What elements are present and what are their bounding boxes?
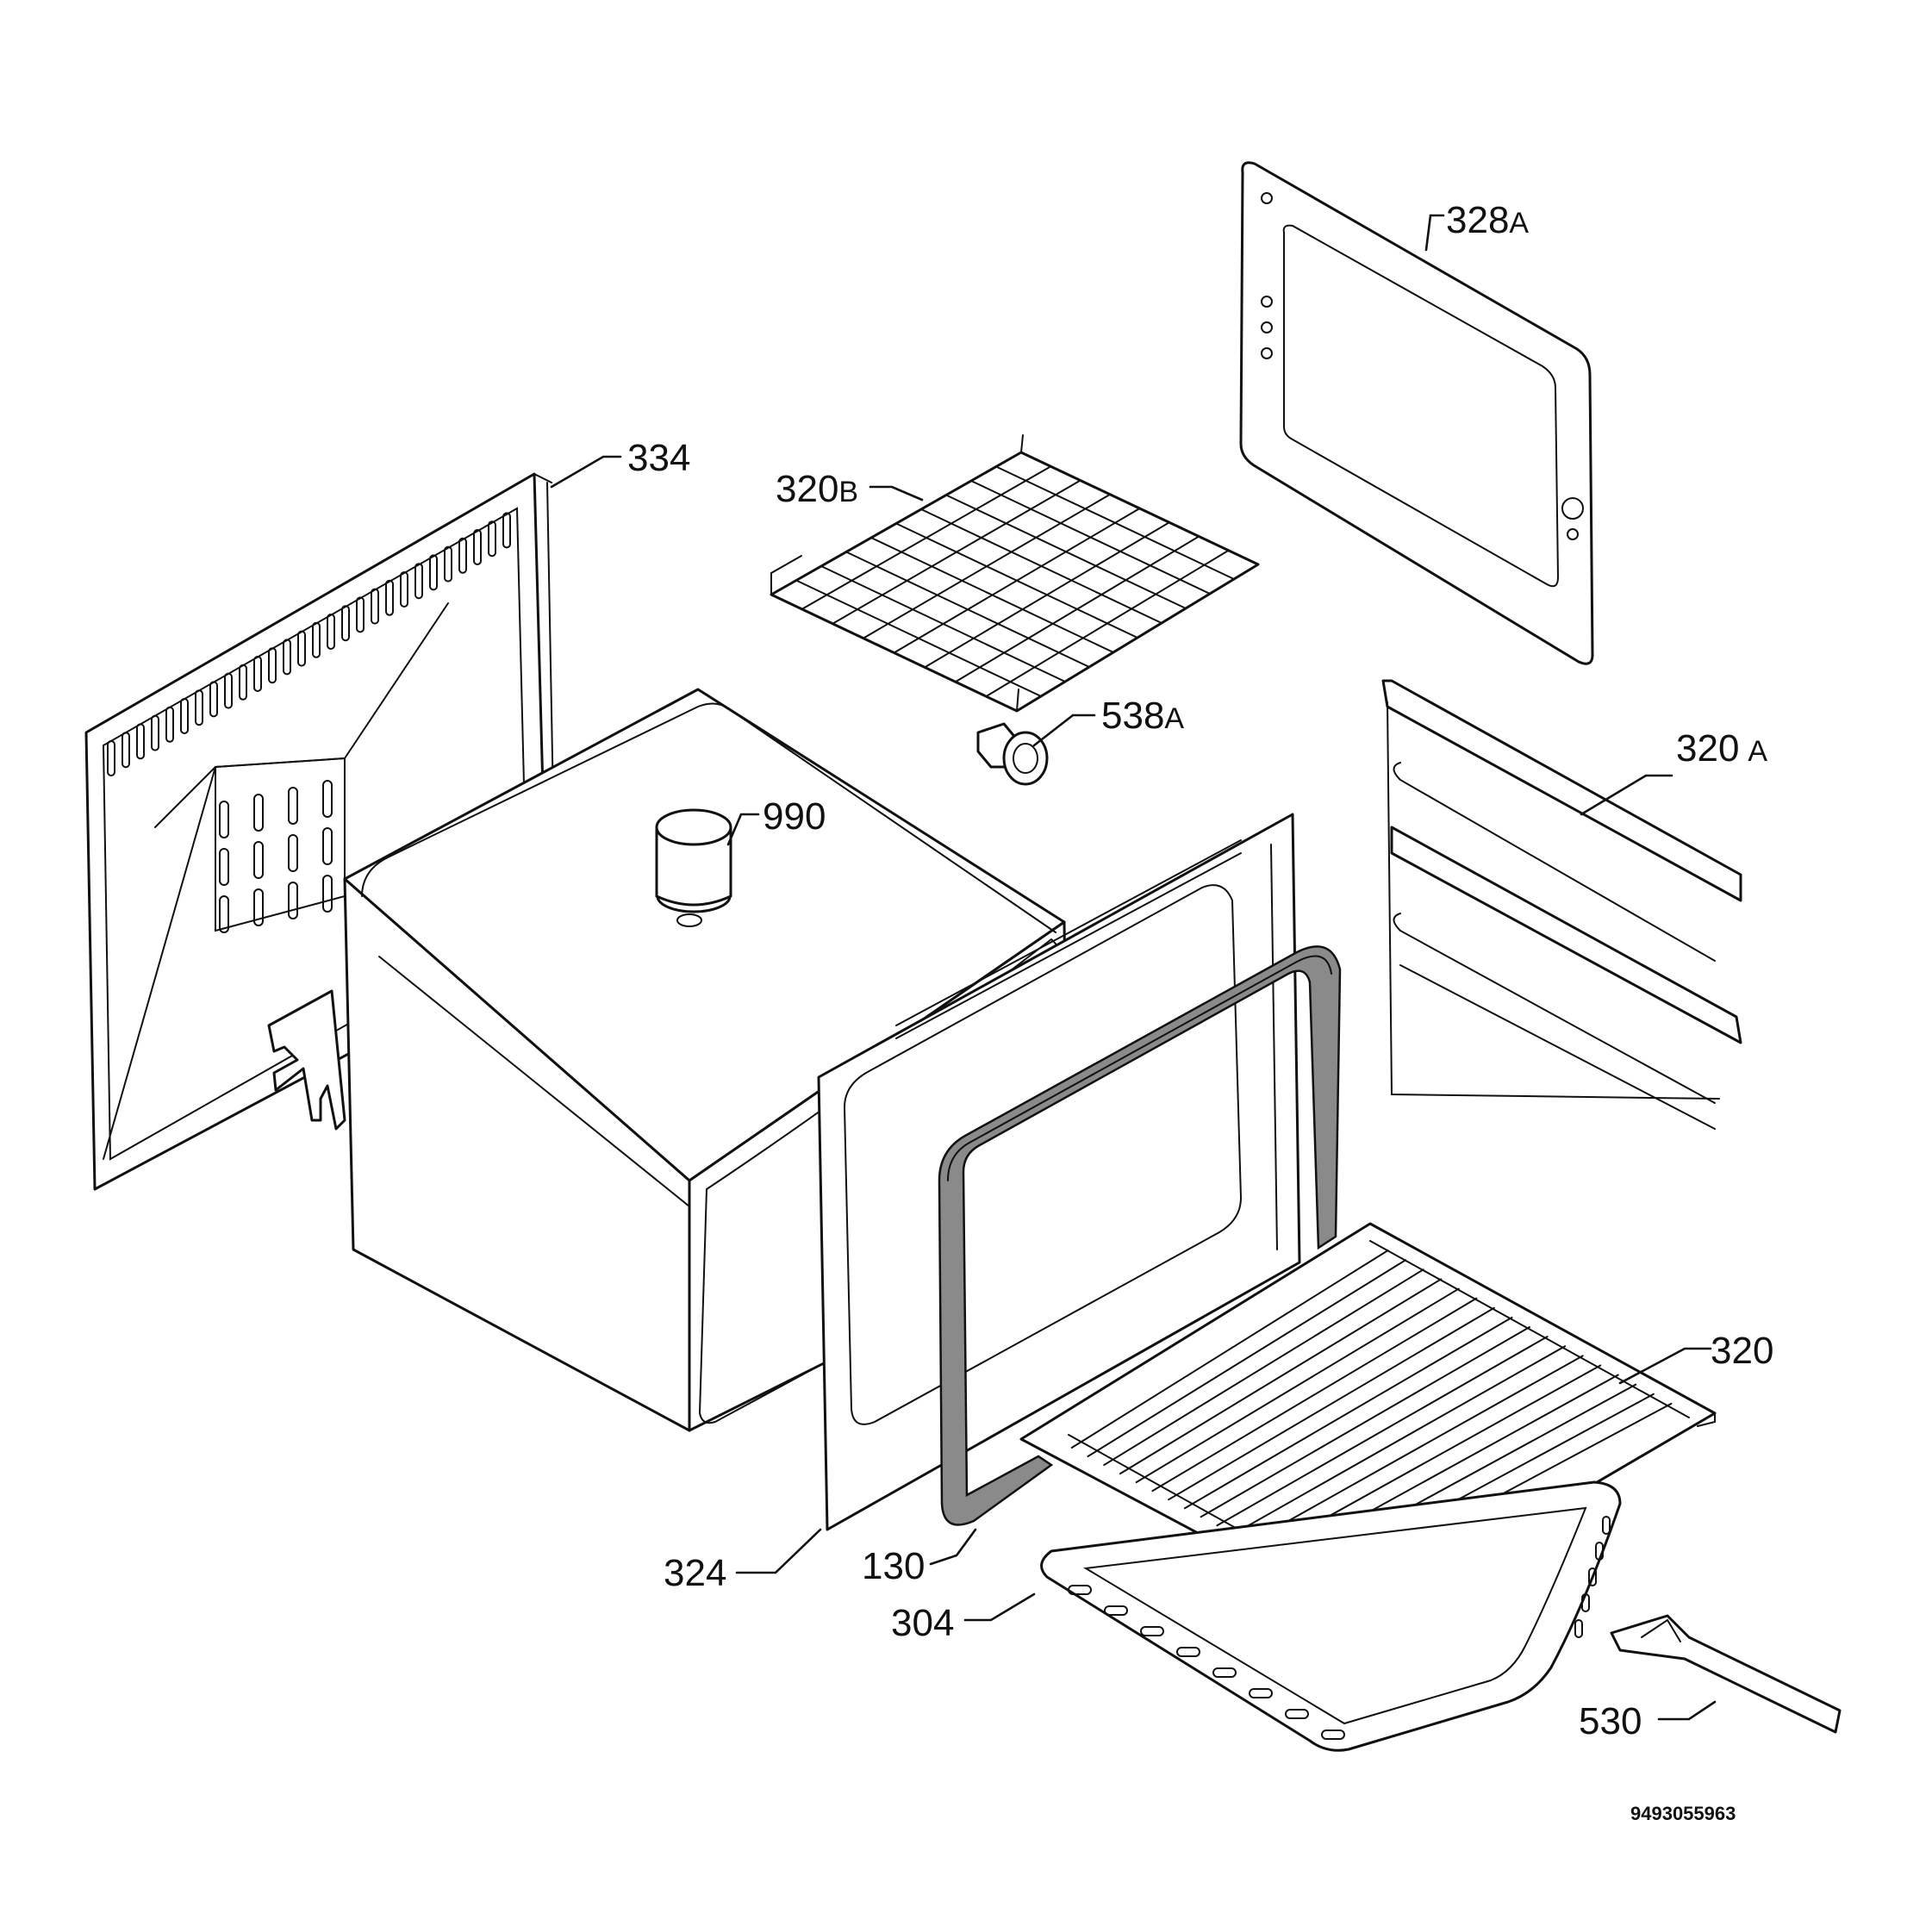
drawing-stroke bbox=[1070, 1250, 1389, 1449]
vent-slot bbox=[1285, 1709, 1309, 1719]
part-label-538A: 538A bbox=[1101, 695, 1184, 737]
vent-slot bbox=[1574, 1619, 1583, 1638]
drawing-stroke bbox=[1232, 1345, 1567, 1536]
vent-slot bbox=[122, 732, 130, 769]
drawing-stroke bbox=[1087, 1259, 1407, 1458]
part-label-334: 334 bbox=[627, 437, 690, 479]
drawing-stroke bbox=[924, 521, 1170, 669]
wire-shelf bbox=[770, 434, 1260, 713]
vent-slot bbox=[1595, 1542, 1604, 1561]
vent-slot bbox=[136, 723, 145, 760]
part-label-320B: 320B bbox=[776, 468, 858, 510]
vent-slot bbox=[209, 681, 218, 718]
drawing-stroke bbox=[1200, 1326, 1530, 1518]
drawing-stroke bbox=[1119, 1278, 1443, 1475]
vent-slot bbox=[1321, 1729, 1345, 1740]
door-seal bbox=[938, 945, 1342, 1526]
vent-slot bbox=[322, 780, 333, 818]
vent-slot bbox=[253, 888, 264, 926]
vent-slot bbox=[458, 537, 467, 574]
vent-slot bbox=[385, 579, 394, 616]
vent-slot bbox=[429, 554, 438, 591]
oven-rack bbox=[1019, 1222, 1717, 1622]
drawing-stroke bbox=[985, 549, 1230, 698]
leader-lines bbox=[550, 214, 1717, 1721]
vent-slot bbox=[356, 596, 365, 633]
vent-slot bbox=[219, 848, 229, 886]
drawing-stroke bbox=[1216, 1336, 1549, 1527]
vent-slot bbox=[253, 794, 264, 832]
vent-slot bbox=[1588, 1567, 1597, 1586]
document-number: 9493055963 bbox=[1630, 1803, 1736, 1824]
part-label-328A: 328A bbox=[1446, 199, 1529, 241]
vent-slot bbox=[1068, 1585, 1092, 1595]
vent-slot bbox=[371, 588, 379, 625]
shelf-support bbox=[1381, 679, 1742, 1130]
drawing-stroke bbox=[1103, 1268, 1424, 1467]
drawing-stroke bbox=[1248, 1355, 1584, 1544]
door-frame bbox=[1239, 161, 1594, 665]
top-connector bbox=[655, 808, 732, 927]
vent-slot bbox=[1249, 1688, 1273, 1698]
vent-slot bbox=[1602, 1516, 1611, 1535]
vent-slot bbox=[1212, 1667, 1237, 1678]
vent-slot bbox=[341, 605, 350, 642]
vent-slot bbox=[288, 787, 298, 825]
vent-slot bbox=[473, 529, 482, 565]
vent-slot bbox=[224, 672, 233, 709]
vent-slot bbox=[1140, 1626, 1164, 1636]
vent-slot bbox=[195, 689, 203, 726]
part-label-304: 304 bbox=[891, 1602, 954, 1644]
vent-slot bbox=[327, 614, 335, 650]
vent-slot bbox=[107, 740, 115, 776]
drawing-stroke bbox=[801, 465, 1052, 610]
vent-slot bbox=[322, 875, 333, 913]
vent-slot bbox=[1104, 1605, 1128, 1616]
drawing-stroke bbox=[893, 508, 1141, 654]
vent-slot bbox=[444, 545, 452, 583]
vent-slot bbox=[239, 664, 247, 701]
tray-handle bbox=[1610, 1614, 1842, 1734]
drawing-stroke bbox=[832, 479, 1081, 625]
vent-slot bbox=[312, 621, 321, 658]
baking-tray bbox=[1040, 1480, 1622, 1752]
drawing-stroke bbox=[954, 535, 1200, 683]
vent-slot bbox=[322, 827, 333, 865]
vent-slot bbox=[502, 512, 511, 549]
vent-slot bbox=[283, 639, 291, 676]
drawing-stroke bbox=[1168, 1306, 1495, 1501]
vent-slot bbox=[253, 841, 264, 879]
vent-slot bbox=[414, 563, 423, 600]
vent-slot bbox=[400, 571, 408, 608]
vent-slot bbox=[180, 698, 189, 734]
vent-slot bbox=[151, 714, 159, 751]
vent-slot bbox=[288, 882, 298, 919]
part-label-324: 324 bbox=[664, 1552, 726, 1594]
drawing-stroke bbox=[1151, 1297, 1478, 1493]
vent-slot bbox=[165, 706, 174, 743]
part-label-530: 530 bbox=[1579, 1700, 1642, 1742]
vent-slot bbox=[288, 834, 298, 872]
part-label-130: 130 bbox=[862, 1545, 925, 1587]
vent-slot bbox=[219, 895, 229, 933]
part-label-990: 990 bbox=[763, 795, 826, 838]
vent-slot bbox=[297, 630, 306, 667]
front-frame bbox=[817, 813, 1301, 1531]
vent-slot bbox=[268, 647, 277, 684]
vent-slot bbox=[219, 801, 229, 838]
drawing-stroke bbox=[1183, 1316, 1513, 1510]
vent-slot bbox=[1581, 1593, 1590, 1612]
lamp-holder bbox=[976, 722, 1049, 786]
vent-slot bbox=[1176, 1647, 1200, 1657]
drawing-stroke bbox=[862, 493, 1112, 639]
drawing-stroke bbox=[1369, 1240, 1690, 1418]
part-label-320: 320 bbox=[1711, 1330, 1773, 1372]
vent-slot bbox=[488, 520, 496, 558]
vent-slot bbox=[253, 656, 262, 692]
drawing-stroke bbox=[1135, 1287, 1460, 1484]
back-panel bbox=[84, 472, 557, 1191]
